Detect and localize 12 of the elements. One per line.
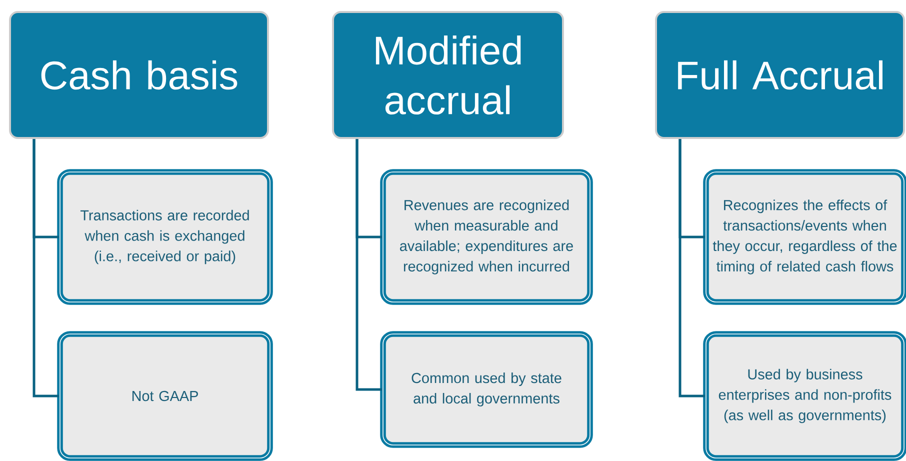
connector-line: [356, 139, 382, 391]
heading-box: Full Accrual: [655, 11, 905, 139]
heading-box: Modified accrual: [332, 11, 564, 139]
text-box: Not GAAP: [57, 331, 273, 461]
text-box: Revenues are recognized when measurable and available; expenditures are recognized when incurred: [380, 169, 593, 305]
text-box: Recognizes the effects of transactions/events when they occur, regardless of the timing of related cash flows: [703, 169, 906, 305]
connector-line: [678, 139, 705, 398]
text-box: Common used by state and local governments: [380, 331, 593, 448]
heading-box: Cash basis: [9, 11, 269, 139]
text-box: Used by business enterprises and non-profits (as well as governments): [703, 331, 906, 461]
text-box: Transactions are recorded when cash is exchanged (i.e., received or paid): [57, 169, 273, 305]
connector-line: [32, 139, 59, 398]
